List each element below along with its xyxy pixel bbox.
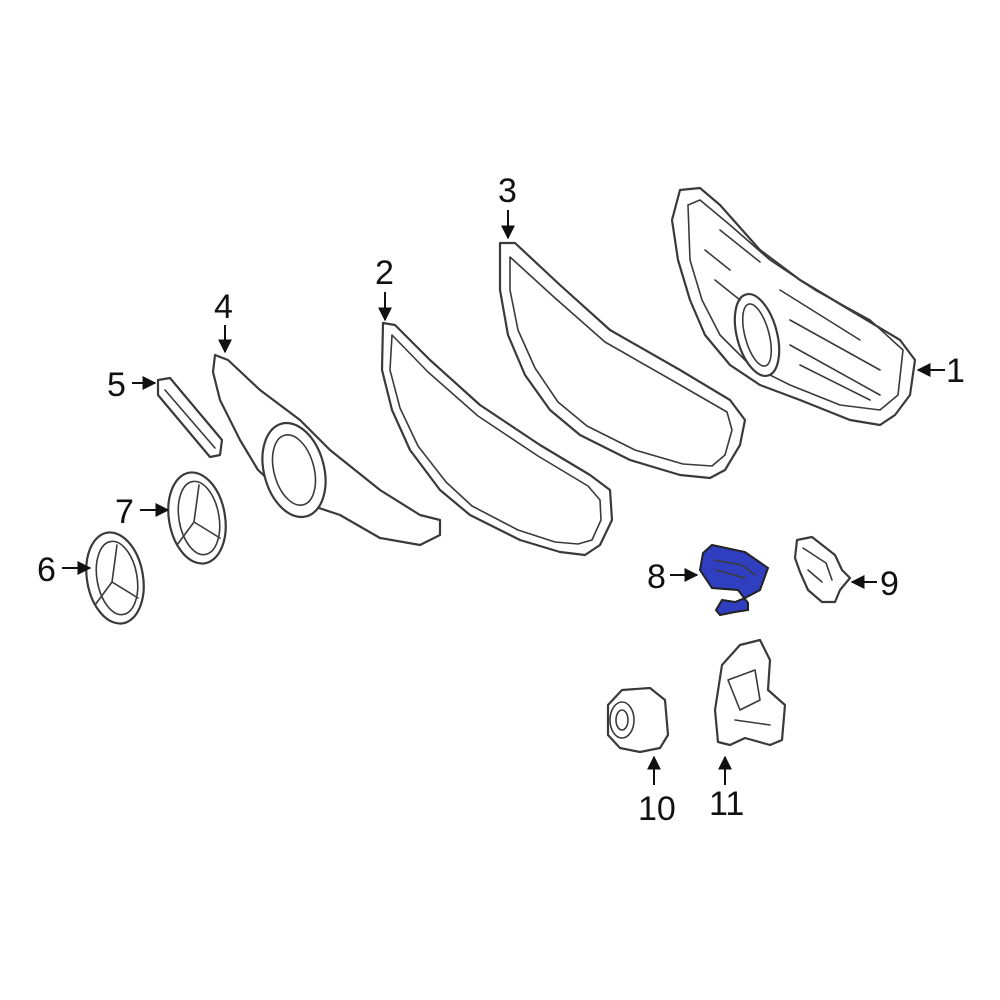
part-5-strip[interactable] bbox=[156, 376, 224, 459]
part-7-emblem[interactable] bbox=[161, 468, 232, 568]
part-4-grille-bar[interactable] bbox=[211, 353, 442, 547]
callout-11: 11 bbox=[709, 785, 744, 823]
callout-arrows bbox=[62, 210, 945, 785]
callout-9: 9 bbox=[880, 565, 899, 603]
callout-8: 8 bbox=[647, 558, 666, 596]
callout-3: 3 bbox=[498, 172, 517, 210]
callout-2: 2 bbox=[375, 254, 394, 292]
part-11-mount[interactable] bbox=[713, 638, 787, 747]
callout-4: 4 bbox=[214, 288, 233, 326]
part-3-outer-frame[interactable] bbox=[498, 241, 747, 480]
part-6-emblem[interactable] bbox=[79, 528, 150, 628]
part-8-sensor[interactable] bbox=[698, 543, 770, 617]
part-9-bracket[interactable] bbox=[793, 535, 852, 604]
callout-10: 10 bbox=[638, 790, 676, 828]
callout-labels: 1 2 3 4 5 6 7 8 9 10 11 bbox=[37, 172, 965, 828]
callout-5: 5 bbox=[107, 366, 126, 404]
part-1-grille[interactable] bbox=[670, 186, 917, 427]
callout-1: 1 bbox=[946, 352, 965, 390]
callout-7: 7 bbox=[115, 493, 134, 531]
callout-6: 6 bbox=[37, 551, 56, 589]
part-10-camera[interactable] bbox=[606, 686, 670, 754]
part-2-trim-frame[interactable] bbox=[380, 321, 614, 557]
